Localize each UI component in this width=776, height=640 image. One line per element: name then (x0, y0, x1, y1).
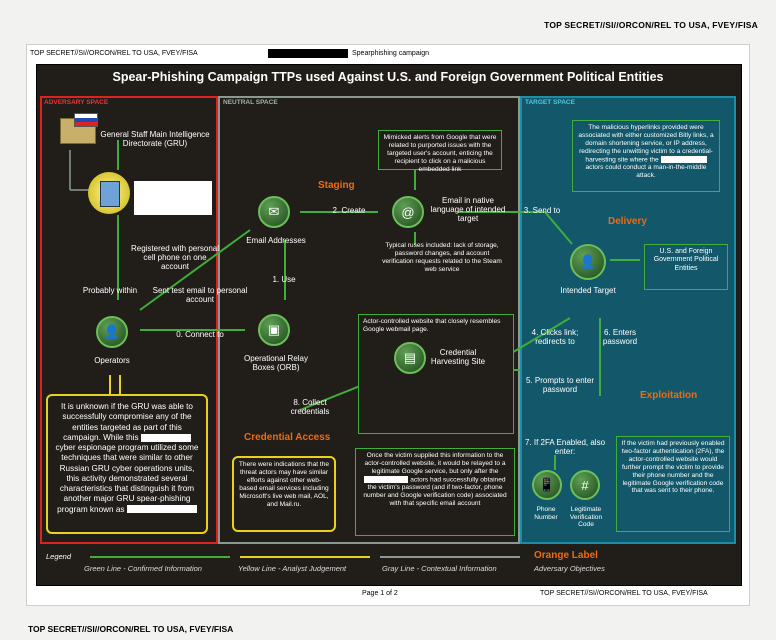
page-number: Page 1 of 2 (362, 590, 398, 597)
phone-icon: 📱 (532, 470, 562, 500)
label-prompts: 5. Prompts to enter password (525, 376, 595, 395)
operator-icon: 👤 (96, 316, 128, 348)
webpage-icon: ▤ (394, 342, 426, 374)
label-use: 1. Use (272, 275, 296, 284)
typical-ruses-text: Typical ruses included: lack of storage,… (382, 242, 502, 273)
node-us-foreign-box: U.S. and Foreign Government Political En… (644, 244, 728, 290)
node-harvesting-label: Credential Harvesting Site (430, 348, 486, 367)
malicious-links-text-1: The malicious hyperlinks provided were a… (578, 124, 714, 163)
node-legit-code-label: Legitimate Verification Code (569, 506, 603, 529)
indications-box: There were indications that the threat a… (232, 456, 336, 532)
line-send-target (544, 211, 573, 245)
label-clicks: 4. Clicks link; redirects to (531, 328, 579, 347)
neutral-space-label: NEUTRAL SPACE (223, 99, 278, 106)
legend-orange-title: Orange Label (534, 550, 598, 561)
russian-flag-icon (74, 113, 98, 127)
once-victim-box: Once the victim supplied this informatio… (355, 448, 515, 536)
adversary-space-label: ADVERSARY SPACE (44, 99, 109, 106)
node-gru-label: General Staff Main Intelligence Director… (100, 130, 210, 149)
email-icon: ✉ (258, 196, 290, 228)
legend-title: Legend (46, 552, 72, 561)
label-collect: 8. Collect credentials (290, 398, 330, 417)
actor-site-box: Actor-controlled website that closely re… (358, 314, 514, 434)
node-email-addresses-label: Email Addresses (246, 236, 306, 245)
stage-credential-access: Credential Access (244, 432, 331, 443)
unknown-compromise-box: It is unknown if the GRU was able to suc… (46, 394, 208, 534)
legend-green-line (90, 556, 230, 558)
globe-email-icon: @ (392, 196, 424, 228)
actor-site-text: Actor-controlled website that closely re… (363, 318, 501, 333)
node-intended-target-label: Intended Target (560, 286, 616, 295)
line-operators-email (139, 229, 251, 311)
unknown-text-1: It is unknown if the GRU was able to suc… (61, 402, 193, 442)
label-sent-test: Sent test email to personal account (152, 286, 248, 305)
classification-banner-top: TOP SECRET//SI//ORCON/REL TO USA, FVEY/F… (544, 20, 758, 30)
unknown-text-2: cyber espionage program utilized some te… (55, 443, 199, 514)
once-victim-text-2: actors had successfully obtained the vic… (363, 475, 507, 507)
malicious-links-text-2: actors could conduct a man-in-the-middle… (585, 163, 707, 179)
node-phone-number-label: Phone Number (534, 506, 558, 521)
redaction-white-inline-4 (660, 155, 707, 163)
once-victim-text-1: Once the victim supplied this informatio… (364, 452, 506, 475)
legend-orange-desc: Adversary Objectives (534, 564, 605, 573)
classification-banner-bottom: TOP SECRET//SI//ORCON/REL TO USA, FVEY/F… (28, 624, 234, 634)
redaction-white-inline (140, 433, 191, 442)
legend-yellow-line (240, 556, 370, 558)
neutral-space-region: NEUTRAL SPACE (218, 96, 520, 544)
code-icon: # (570, 470, 600, 500)
label-enters: 6. Enters password (602, 328, 638, 347)
node-email-native-label: Email in native language of intended tar… (430, 196, 506, 224)
slide-title: Spear-Phishing Campaign TTPs used Agains… (112, 70, 664, 84)
legend-green-text: Green Line - Confirmed Information (84, 564, 202, 573)
sheet-header-classification: TOP SECRET//SI//ORCON/REL TO USA, FVEY/F… (30, 50, 198, 57)
stage-delivery: Delivery (608, 216, 647, 227)
label-probably-within: Probably within (82, 286, 138, 295)
label-2fa: 7. If 2FA Enabled, also enter: (524, 438, 606, 457)
label-connect: 0. Connect to (176, 330, 224, 339)
relay-box-icon: ▣ (258, 314, 290, 346)
legend-gray-text: Gray Line - Contextual Information (382, 564, 497, 573)
node-orb-label: Operational Relay Boxes (ORB) (243, 354, 309, 373)
server-icon (88, 172, 130, 214)
redaction-white-inline-2 (126, 505, 197, 514)
label-registered: Registered with personal cell phone on o… (130, 244, 220, 272)
mimicked-alerts-box: Mimicked alerts from Google that were re… (378, 130, 502, 173)
target-user-icon: 👤 (570, 244, 606, 280)
legend-yellow-text: Yellow Line - Analyst Judgement (238, 564, 347, 573)
stage-exploitation: Exploitation (640, 390, 698, 401)
target-space-label: TARGET SPACE (525, 99, 575, 106)
sheet-header-topic: Spearphishing campaign (352, 50, 430, 57)
sheet-footer-classification: TOP SECRET//SI//ORCON/REL TO USA, FVEY/F… (540, 590, 708, 597)
node-operators-label: Operators (94, 356, 130, 365)
label-create: 2. Create (332, 206, 366, 215)
adversary-space-region: ADVERSARY SPACE (40, 96, 218, 544)
malicious-links-box: The malicious hyperlinks provided were a… (572, 120, 720, 192)
redaction-white-inline-3 (364, 475, 409, 483)
legend-gray-line (380, 556, 520, 558)
stage-staging: Staging (318, 180, 355, 191)
previously-2fa-box: If the victim had previously enabled two… (616, 436, 730, 532)
redaction-bar (268, 49, 348, 58)
redaction-white-box (134, 181, 212, 215)
label-send-to: 3. Send to (523, 206, 561, 215)
